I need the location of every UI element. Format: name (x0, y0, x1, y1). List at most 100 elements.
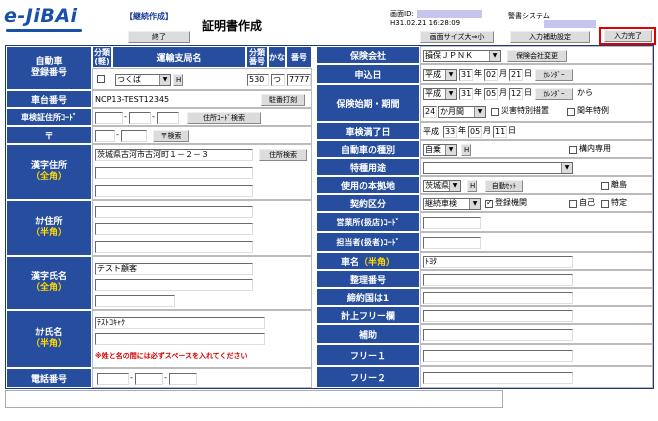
mode-label: 【継続作成】 (125, 12, 173, 21)
kanji-address-cell: 茨城県古河市古河町１－２－３ 住所検索 (92, 144, 312, 200)
kanji-address-input-2[interactable] (95, 167, 253, 179)
input-complete-frame: 入力完了 (599, 27, 656, 45)
contract-type-cell: 継続車検 登録機関 自己 特定 (420, 194, 653, 212)
address-code-3[interactable] (157, 112, 179, 124)
island-checkbox[interactable] (601, 182, 609, 190)
apply-year-input[interactable]: 31 (459, 69, 473, 81)
kanji-name-cell: テスト顧客 (92, 256, 312, 310)
auto-set-button[interactable]: 自動ｾｯﾄ (485, 180, 523, 192)
free2-input[interactable] (423, 372, 573, 384)
special-use-cell (420, 158, 653, 176)
start-calendar-button[interactable]: ｶﾚﾝﾀﾞｰ (535, 88, 573, 100)
office-h-button[interactable]: H (173, 74, 183, 86)
input-complete-button[interactable]: 入力完了 (604, 30, 652, 42)
period-unit-select[interactable]: か月間 (438, 106, 486, 118)
premise-only-checkbox[interactable] (569, 146, 577, 154)
number-input[interactable]: 7777 (287, 74, 311, 86)
kana-address-input-1[interactable] (95, 206, 253, 218)
kanji-address-input-3[interactable] (95, 185, 253, 197)
serial-number-cell (420, 270, 653, 288)
expiry-day-input[interactable]: 11 (493, 126, 507, 138)
address-code-1[interactable] (95, 112, 123, 124)
free1-input[interactable] (423, 350, 573, 362)
special-use-select[interactable] (423, 162, 573, 174)
ren-label: 締約国は1 (316, 288, 420, 306)
from-text: から (577, 88, 593, 97)
kana-name-input-2[interactable] (95, 333, 265, 345)
insurer-label: 保険会社 (316, 46, 420, 64)
insurer-change-button[interactable]: 保険会社変更 (507, 50, 567, 62)
office-code-input[interactable] (423, 217, 481, 229)
zip-search-button[interactable]: 〒検索 (153, 130, 189, 142)
class-small-checkbox[interactable] (97, 75, 105, 83)
disaster-checkbox[interactable] (491, 108, 499, 116)
serial-number-input[interactable] (423, 274, 573, 286)
vehicle-kind-cell: 自乗 H 構内専用 (420, 140, 653, 158)
apply-date-label: 申込日 (316, 64, 420, 84)
apply-calendar-button[interactable]: ｶﾚﾝﾀﾞｰ (535, 69, 573, 81)
apply-day-input[interactable]: 21 (509, 69, 523, 81)
vehicle-kind-select[interactable]: 自乗 (423, 144, 457, 156)
end-button[interactable]: 終了 (128, 31, 190, 43)
apply-era-select[interactable]: 平成 (423, 69, 457, 81)
phone-input-2[interactable] (135, 373, 163, 385)
ren-cell (420, 288, 653, 306)
serial-number-label: 整理番号 (316, 270, 420, 288)
class-number-input[interactable]: 530 (247, 74, 269, 86)
period-input[interactable]: 24 (423, 106, 437, 118)
inspection-expiry-cell: 平成 33 年 05 月 11 日 (420, 122, 653, 140)
phone-input-1[interactable] (97, 373, 129, 385)
free2-label: フリー２ (316, 366, 420, 388)
address-code-search-button[interactable]: 住所ｺｰﾄﾞ検索 (187, 112, 261, 124)
special-use-label: 特種用途 (316, 158, 420, 176)
base-h-button[interactable]: H (467, 180, 477, 192)
kana-name-cell: ﾃｽﾄｺｷｬｸ ※姓と名の間には必ずスペースを入れてください (92, 310, 312, 368)
base-prefecture-select[interactable]: 茨城県 (423, 180, 461, 192)
contract-type-select[interactable]: 継続車検 (423, 198, 481, 210)
self-checkbox[interactable] (569, 200, 577, 208)
apply-month-input[interactable]: 02 (484, 69, 498, 81)
kanji-address-input-1[interactable]: 茨城県古河市古河町１－２－３ (95, 149, 253, 161)
start-month-input[interactable]: 05 (484, 88, 498, 100)
ren-input[interactable] (423, 292, 573, 304)
chassis-value[interactable]: NCP13-TEST12345 (95, 95, 170, 104)
kana-input[interactable]: つ (271, 74, 285, 86)
kana-name-input-1[interactable]: ﾃｽﾄｺｷｬｸ (95, 317, 265, 329)
insurance-period-cell: 平成 31 年 05 月 12 日 ｶﾚﾝﾀﾞｰ から 24 か月間 災害特別措… (420, 84, 653, 122)
start-year-input[interactable]: 31 (459, 88, 473, 100)
expiry-year-input[interactable]: 33 (443, 126, 457, 138)
address-search-button[interactable]: 住所検索 (259, 149, 307, 161)
start-day-input[interactable]: 12 (509, 88, 523, 100)
leap-year-checkbox[interactable] (567, 108, 575, 116)
base-location-label: 使用の本拠地 (316, 176, 420, 194)
kanji-name-input-1[interactable]: テスト顧客 (95, 263, 253, 275)
registered-agency-checkbox[interactable] (485, 198, 493, 208)
specific-checkbox[interactable] (601, 200, 609, 208)
zip-input-1[interactable] (95, 130, 115, 142)
address-code-2[interactable] (129, 112, 151, 124)
kanji-name-input-3[interactable] (95, 295, 175, 307)
staff-code-input[interactable] (423, 237, 481, 249)
vehicle-kind-h-button[interactable]: H (461, 144, 471, 156)
input-aux-settings-button[interactable]: 入力補助設定 (510, 31, 590, 43)
phone-input-3[interactable] (169, 373, 197, 385)
kana-address-input-3[interactable] (95, 241, 253, 253)
kanji-name-input-2[interactable] (95, 279, 253, 291)
office-header: 運輸支局名 (112, 46, 246, 68)
office-select[interactable]: つくば (115, 74, 171, 86)
kana-address-input-2[interactable] (95, 223, 253, 235)
expiry-month-input[interactable]: 05 (468, 126, 482, 138)
zip-input-2[interactable] (121, 130, 147, 142)
address-code-cell: - - 住所ｺｰﾄﾞ検索 (92, 108, 312, 126)
insurer-select[interactable]: 損保ＪＰＮＫ (423, 50, 501, 62)
car-name-input[interactable]: ﾄﾖﾀ (423, 256, 573, 268)
screen-size-button[interactable]: 画面サイズ大⇒小 (420, 31, 494, 43)
address-code-label: 車検証住所ｺｰﾄﾞ (6, 108, 92, 126)
start-era-select[interactable]: 平成 (423, 88, 457, 100)
free-column-input[interactable] (423, 310, 573, 322)
assist-input[interactable] (423, 329, 573, 341)
name-spacing-note: ※姓と名の間には必ずスペースを入れてください (95, 352, 248, 360)
system-label: 警書システム (508, 12, 550, 20)
chassis-stamp-button[interactable]: 駐番打刻 (261, 94, 305, 106)
